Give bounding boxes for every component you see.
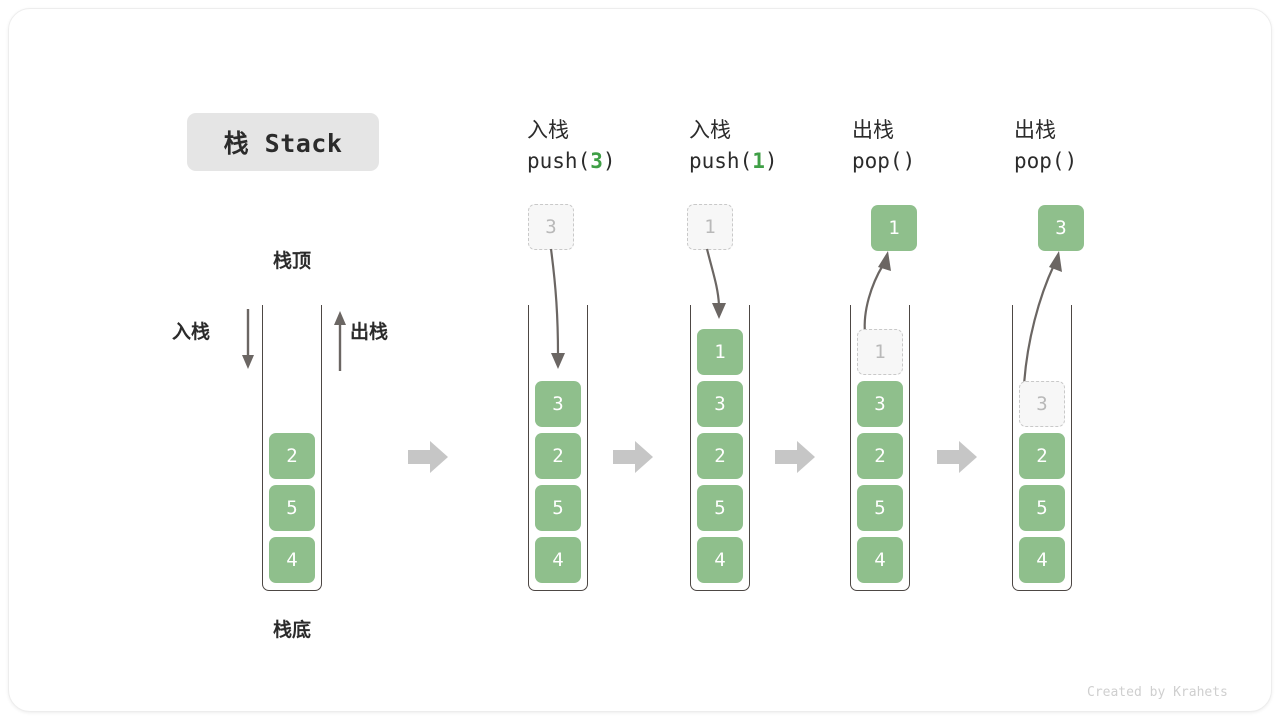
stack-cell: 5 — [697, 485, 743, 531]
stack-cell: 4 — [535, 537, 581, 583]
step-separator-arrow-icon — [775, 441, 815, 473]
call-prefix: pop( — [1014, 149, 1065, 173]
stack-cell: 4 — [269, 537, 315, 583]
step-call-label: push(3) — [527, 145, 697, 177]
pop-up-arrow-icon — [334, 311, 346, 371]
call-arg: 3 — [590, 149, 603, 173]
stack-cell: 1 — [697, 329, 743, 375]
call-prefix: pop( — [852, 149, 903, 173]
step-separator-arrow-icon — [613, 441, 653, 473]
pop-curve-arrow-icon — [863, 251, 891, 334]
floating-cell: 3 — [1038, 205, 1084, 251]
step-op-label: 出栈 — [1014, 118, 1056, 142]
stack-cell: 3 — [535, 381, 581, 427]
stack-cell: 4 — [697, 537, 743, 583]
call-prefix: push( — [689, 149, 753, 173]
stack-cell: 3 — [857, 381, 903, 427]
call-suffix: ) — [764, 149, 778, 173]
credit-text: Created by Krahets — [1087, 685, 1228, 700]
stack-cell: 5 — [857, 485, 903, 531]
stack-container-step — [850, 305, 910, 591]
step-separator-arrow-icon — [408, 441, 448, 473]
floating-cell: 1 — [687, 204, 733, 250]
call-prefix: push( — [527, 149, 591, 173]
stack-cell: 5 — [535, 485, 581, 531]
diagram-canvas: 栈 Stack 栈顶 栈底 入栈 出栈 2 5 4 入栈 push(3) 3 3… — [8, 8, 1272, 712]
stack-container-step — [528, 305, 588, 591]
call-suffix: ) — [902, 149, 916, 173]
stack-cell: 3 — [1019, 381, 1065, 427]
step-header: 入栈 push(3) — [527, 115, 697, 177]
step-header: 出栈 pop() — [852, 115, 1022, 177]
stack-container-step — [690, 305, 750, 591]
pop-curve-arrow-icon — [1022, 251, 1062, 386]
push-direction-label: 入栈 — [172, 321, 211, 343]
stack-cell: 2 — [535, 433, 581, 479]
stack-cell: 2 — [857, 433, 903, 479]
stack-cell: 5 — [1019, 485, 1065, 531]
step-header: 出栈 pop() — [1014, 115, 1184, 177]
stack-cell: 3 — [697, 381, 743, 427]
step-call-label: pop() — [1014, 145, 1184, 177]
stack-cell: 2 — [697, 433, 743, 479]
step-op-label: 入栈 — [527, 118, 569, 142]
call-suffix: ) — [602, 149, 616, 173]
call-suffix: ) — [1064, 149, 1078, 173]
stack-cell: 1 — [857, 329, 903, 375]
push-curve-arrow-icon — [705, 248, 726, 319]
pop-direction-label: 出栈 — [350, 321, 389, 343]
page-title: 栈 Stack — [223, 129, 343, 158]
stack-cell: 5 — [269, 485, 315, 531]
stack-bottom-label: 栈底 — [272, 619, 311, 641]
stack-container-initial — [262, 305, 322, 591]
step-separator-arrow-icon — [937, 441, 977, 473]
step-call-label: push(1) — [689, 145, 859, 177]
floating-cell: 3 — [528, 204, 574, 250]
stack-cell: 4 — [1019, 537, 1065, 583]
step-op-label: 入栈 — [689, 118, 731, 142]
stack-cell: 4 — [857, 537, 903, 583]
floating-cell: 1 — [871, 205, 917, 251]
call-arg: 1 — [752, 149, 765, 173]
stack-cell: 2 — [269, 433, 315, 479]
stack-top-label: 栈顶 — [272, 250, 311, 272]
stack-cell: 2 — [1019, 433, 1065, 479]
stack-container-step — [1012, 305, 1072, 591]
push-down-arrow-icon — [242, 309, 254, 369]
step-op-label: 出栈 — [852, 118, 894, 142]
step-call-label: pop() — [852, 145, 1022, 177]
push-curve-arrow-icon — [549, 248, 565, 369]
step-header: 入栈 push(1) — [689, 115, 859, 177]
title-badge: 栈 Stack — [187, 113, 379, 171]
